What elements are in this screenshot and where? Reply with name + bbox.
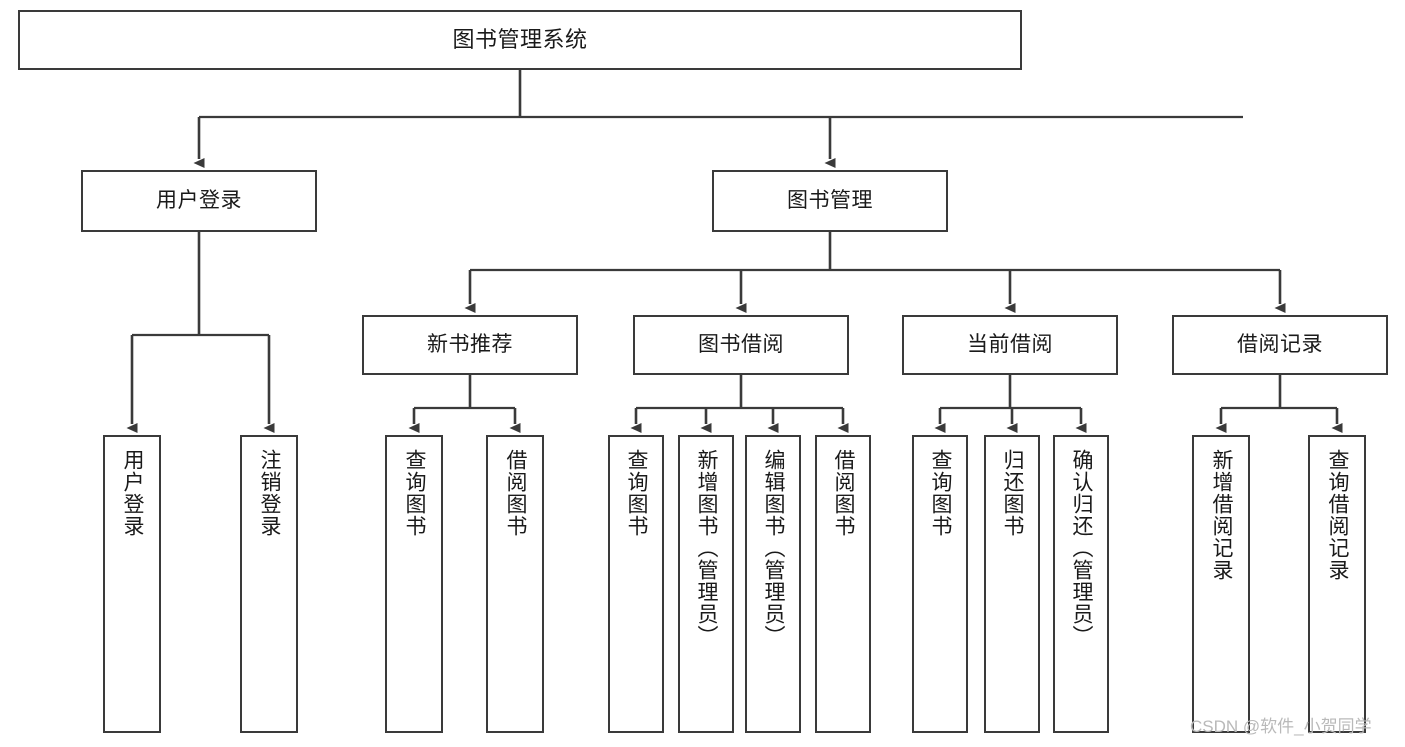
node-root[interactable]: 图书管理系统 [18, 10, 1022, 70]
node-leaf-query-book-1-label: 查询图书 [403, 449, 427, 537]
node-leaf-borrow-book-2[interactable]: 借阅图书 [815, 435, 871, 733]
node-leaf-query-book-2[interactable]: 查询图书 [608, 435, 664, 733]
node-root-label: 图书管理系统 [452, 27, 588, 53]
node-leaf-confirm-return-label: 确认归还（管理员） [1070, 449, 1094, 647]
node-leaf-logout[interactable]: 注销登录 [240, 435, 298, 733]
node-book-borrow-label: 图书借阅 [698, 332, 784, 356]
node-leaf-return-book-label: 归还图书 [1001, 449, 1025, 537]
node-leaf-borrow-book-2-label: 借阅图书 [832, 449, 856, 537]
node-borrow-record[interactable]: 借阅记录 [1172, 315, 1388, 375]
node-leaf-user-login-label: 用户登录 [121, 449, 145, 537]
node-leaf-borrow-book-1[interactable]: 借阅图书 [486, 435, 544, 733]
node-leaf-query-record-label: 查询借阅记录 [1326, 449, 1350, 581]
node-borrow-record-label: 借阅记录 [1237, 332, 1323, 356]
node-leaf-add-record[interactable]: 新增借阅记录 [1192, 435, 1250, 733]
node-leaf-edit-book-label: 编辑图书（管理员） [762, 449, 786, 647]
node-current-borrow[interactable]: 当前借阅 [902, 315, 1118, 375]
node-leaf-query-book-2-label: 查询图书 [625, 449, 649, 537]
node-leaf-query-book-3[interactable]: 查询图书 [912, 435, 968, 733]
node-leaf-add-book-label: 新增图书（管理员） [695, 449, 719, 647]
node-book-manage-label: 图书管理 [787, 188, 873, 212]
node-new-book-rec[interactable]: 新书推荐 [362, 315, 578, 375]
node-leaf-add-record-label: 新增借阅记录 [1210, 449, 1234, 581]
node-leaf-query-book-3-label: 查询图书 [929, 449, 953, 537]
node-leaf-borrow-book-1-label: 借阅图书 [504, 449, 528, 537]
node-user-login-label: 用户登录 [156, 188, 242, 212]
node-current-borrow-label: 当前借阅 [967, 332, 1053, 356]
node-leaf-logout-label: 注销登录 [258, 449, 282, 537]
node-leaf-add-book[interactable]: 新增图书（管理员） [678, 435, 734, 733]
node-leaf-user-login[interactable]: 用户登录 [103, 435, 161, 733]
node-leaf-query-record[interactable]: 查询借阅记录 [1308, 435, 1366, 733]
node-book-borrow[interactable]: 图书借阅 [633, 315, 849, 375]
node-leaf-return-book[interactable]: 归还图书 [984, 435, 1040, 733]
watermark-text: CSDN @软件_小贺同学 [1190, 717, 1372, 736]
node-leaf-edit-book[interactable]: 编辑图书（管理员） [745, 435, 801, 733]
node-leaf-query-book-1[interactable]: 查询图书 [385, 435, 443, 733]
node-user-login[interactable]: 用户登录 [81, 170, 317, 232]
node-leaf-confirm-return[interactable]: 确认归还（管理员） [1053, 435, 1109, 733]
node-book-manage[interactable]: 图书管理 [712, 170, 948, 232]
node-new-book-rec-label: 新书推荐 [427, 332, 513, 356]
